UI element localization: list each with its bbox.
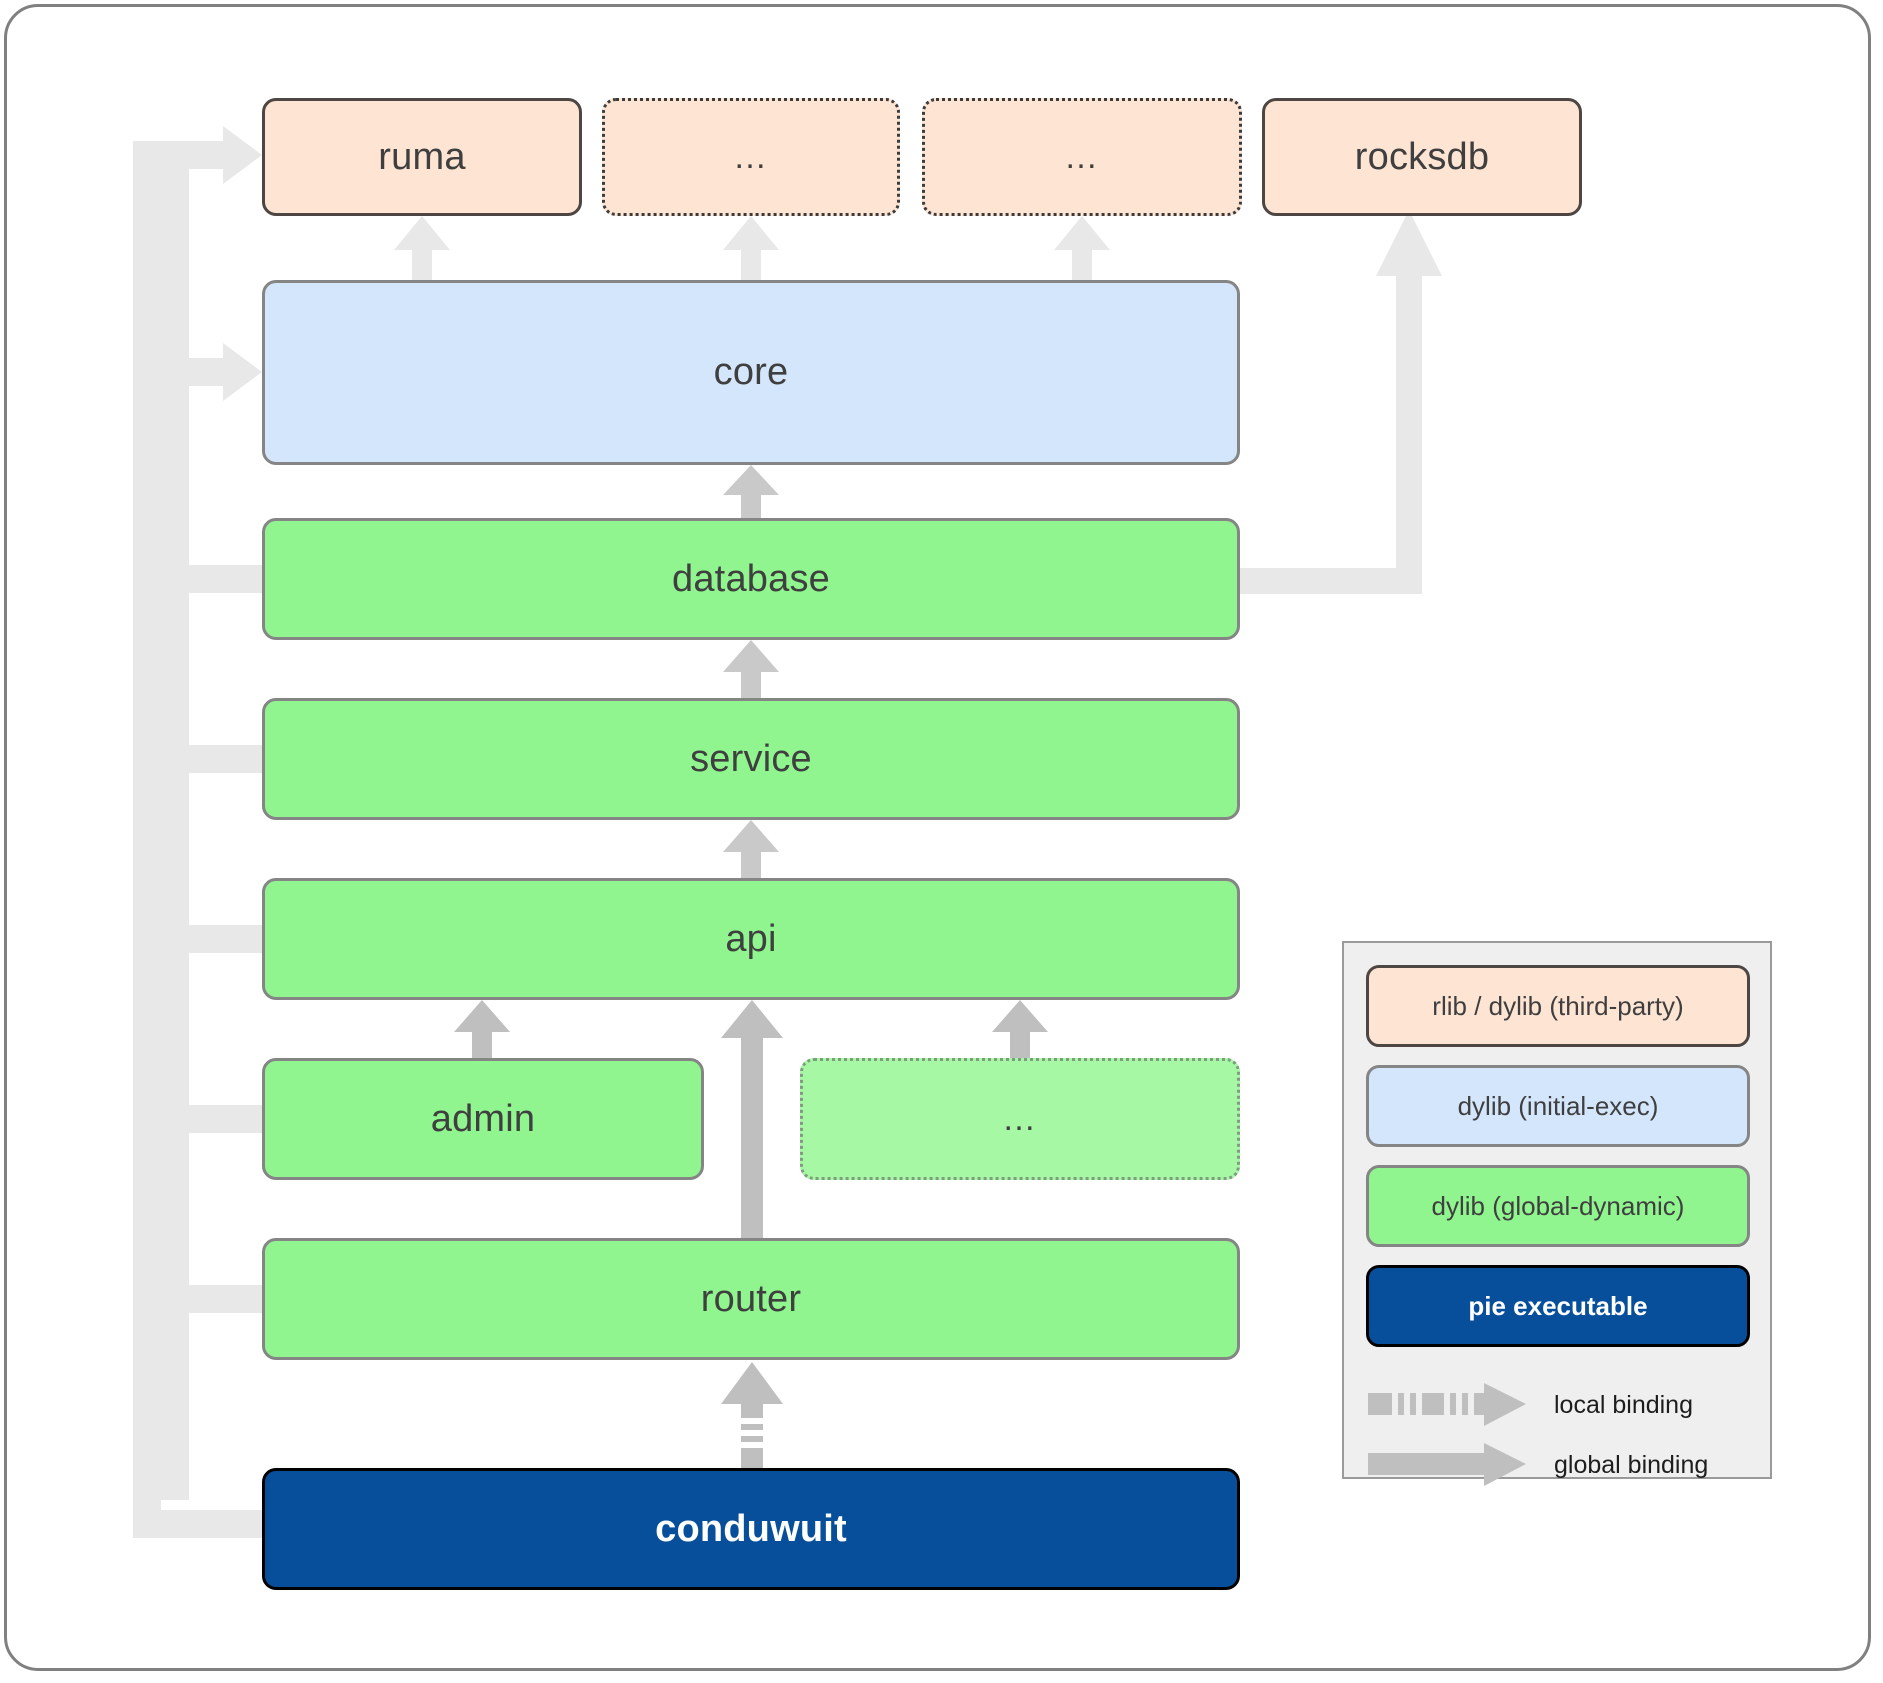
node-ruma[interactable]: ruma [262,98,582,216]
node-label: rocksdb [1354,135,1490,178]
edge-core-to-top-placeholder-2 [1052,216,1112,286]
node-label: core [713,351,789,393]
node-api[interactable]: api [262,878,1240,1000]
legend-swatch-label: dylib (initial-exec) [1457,1090,1659,1121]
node-core[interactable]: core [262,280,1240,465]
node-conduwuit[interactable]: conduwuit [262,1468,1240,1590]
legend-swatch-label: dylib (global-dynamic) [1431,1190,1685,1221]
legend-swatch-label: pie executable [1468,1290,1648,1321]
legend-swatch-initial-exec: dylib (initial-exec) [1366,1065,1750,1147]
node-label: ruma [378,135,466,178]
legend-swatch-global-dynamic: dylib (global-dynamic) [1366,1165,1750,1247]
node-label: … [1002,1099,1038,1138]
node-service[interactable]: service [262,698,1240,820]
node-label: api [725,917,777,960]
edge-placeholder-to-api [990,1000,1050,1061]
node-label: … [1064,137,1100,176]
edge-service-to-database [721,640,781,701]
node-label: conduwuit [655,1507,847,1550]
edge-conduwuit-to-router [715,1360,787,1470]
node-rocksdb[interactable]: rocksdb [1262,98,1582,216]
node-label: … [733,137,769,176]
legend-panel: rlib / dylib (third-party) dylib (initia… [1342,941,1772,1486]
legend-binding-label: global binding [1554,1450,1709,1479]
legend-binding-label: local binding [1554,1390,1693,1419]
node-mid-placeholder[interactable]: … [800,1058,1240,1180]
edge-database-to-core [721,465,781,521]
node-admin[interactable]: admin [262,1058,704,1180]
legend-row-global-binding: global binding [1366,1435,1756,1495]
legend-swatch-label: rlib / dylib (third-party) [1432,990,1684,1021]
node-label: database [672,557,830,600]
node-label: router [700,1277,802,1320]
node-database[interactable]: database [262,518,1240,640]
edge-router-to-api [715,1000,787,1240]
legend-swatch-third-party: rlib / dylib (third-party) [1366,965,1750,1047]
edge-core-to-ruma [392,216,452,286]
edge-api-to-service [721,820,781,881]
legend-swatch-pie-executable: pie executable [1366,1265,1750,1347]
edge-core-to-top-placeholder-1 [721,216,781,286]
dashed-arrow-right-icon [1366,1383,1526,1427]
node-top-placeholder-2[interactable]: … [922,98,1242,216]
edge-database-to-rocksdb [1230,210,1460,610]
edge-admin-to-api [452,1000,512,1061]
node-label: admin [430,1097,536,1140]
node-label: service [690,737,812,780]
legend-row-local-binding: local binding [1366,1375,1756,1435]
solid-arrow-right-icon [1366,1443,1526,1487]
node-top-placeholder-1[interactable]: … [602,98,900,216]
node-router[interactable]: router [262,1238,1240,1360]
